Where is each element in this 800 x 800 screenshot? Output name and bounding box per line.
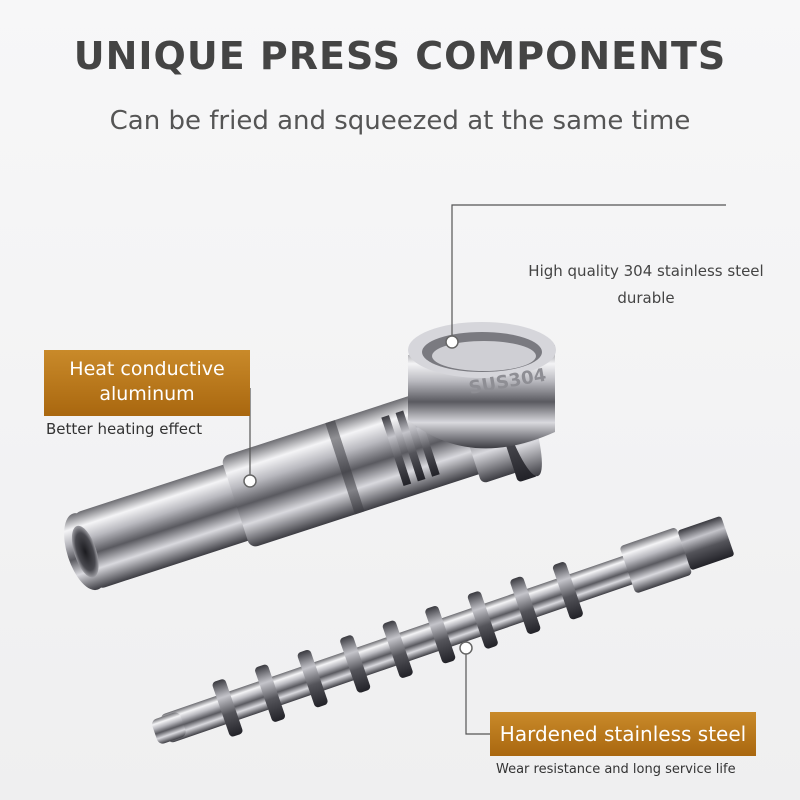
leader-line-hardened <box>465 648 490 735</box>
pointer-dot-stainless <box>445 335 459 349</box>
hardened-note: Wear resistance and long service life <box>496 762 736 777</box>
aluminum-badge: Heat conductive aluminum <box>44 350 250 416</box>
press-screw <box>152 516 734 744</box>
pointer-dot-aluminum <box>243 474 257 488</box>
aluminum-badge-line1: Heat conductive <box>69 358 225 380</box>
stainless-callout: High quality 304 stainless steel durable <box>520 258 772 312</box>
stainless-callout-line2: durable <box>617 289 675 307</box>
aluminum-badge-line2: aluminum <box>99 383 195 405</box>
press-hopper: SUS304 <box>408 322 556 449</box>
stainless-callout-line1: High quality 304 stainless steel <box>528 262 764 280</box>
pointer-dot-hardened <box>459 641 473 655</box>
aluminum-note: Better heating effect <box>46 420 203 438</box>
hardened-badge: Hardened stainless steel <box>490 712 756 756</box>
leader-lines <box>249 204 726 735</box>
press-barrel <box>64 346 542 591</box>
page-title: UNIQUE PRESS COMPONENTS <box>73 34 727 78</box>
page-subtitle: Can be fried and squeezed at the same ti… <box>109 106 691 136</box>
leader-line-stainless <box>451 204 726 342</box>
